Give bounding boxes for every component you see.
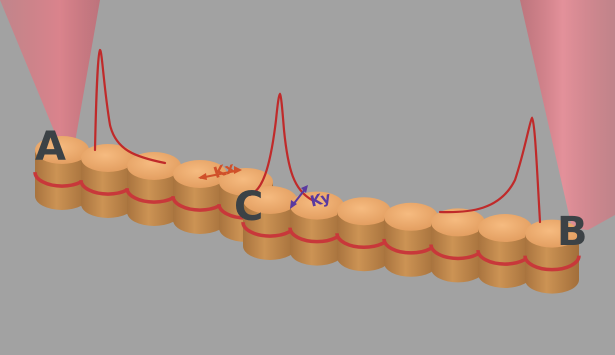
resonator-pillar xyxy=(127,152,181,226)
site-label-a: A xyxy=(35,124,66,170)
resonator-pillar xyxy=(337,197,391,271)
pillar-top xyxy=(478,214,532,242)
resonator-pillar xyxy=(384,203,438,277)
resonator-pillar xyxy=(478,214,532,288)
site-label-b: B xyxy=(557,209,588,255)
pillar-top xyxy=(384,203,438,231)
pillar-top xyxy=(337,197,391,225)
pillar-top xyxy=(81,144,135,172)
pillar-top xyxy=(127,152,181,180)
resonator-pillar xyxy=(81,144,135,218)
site-label-c: C xyxy=(234,184,263,230)
resonator-pillar xyxy=(431,208,485,282)
